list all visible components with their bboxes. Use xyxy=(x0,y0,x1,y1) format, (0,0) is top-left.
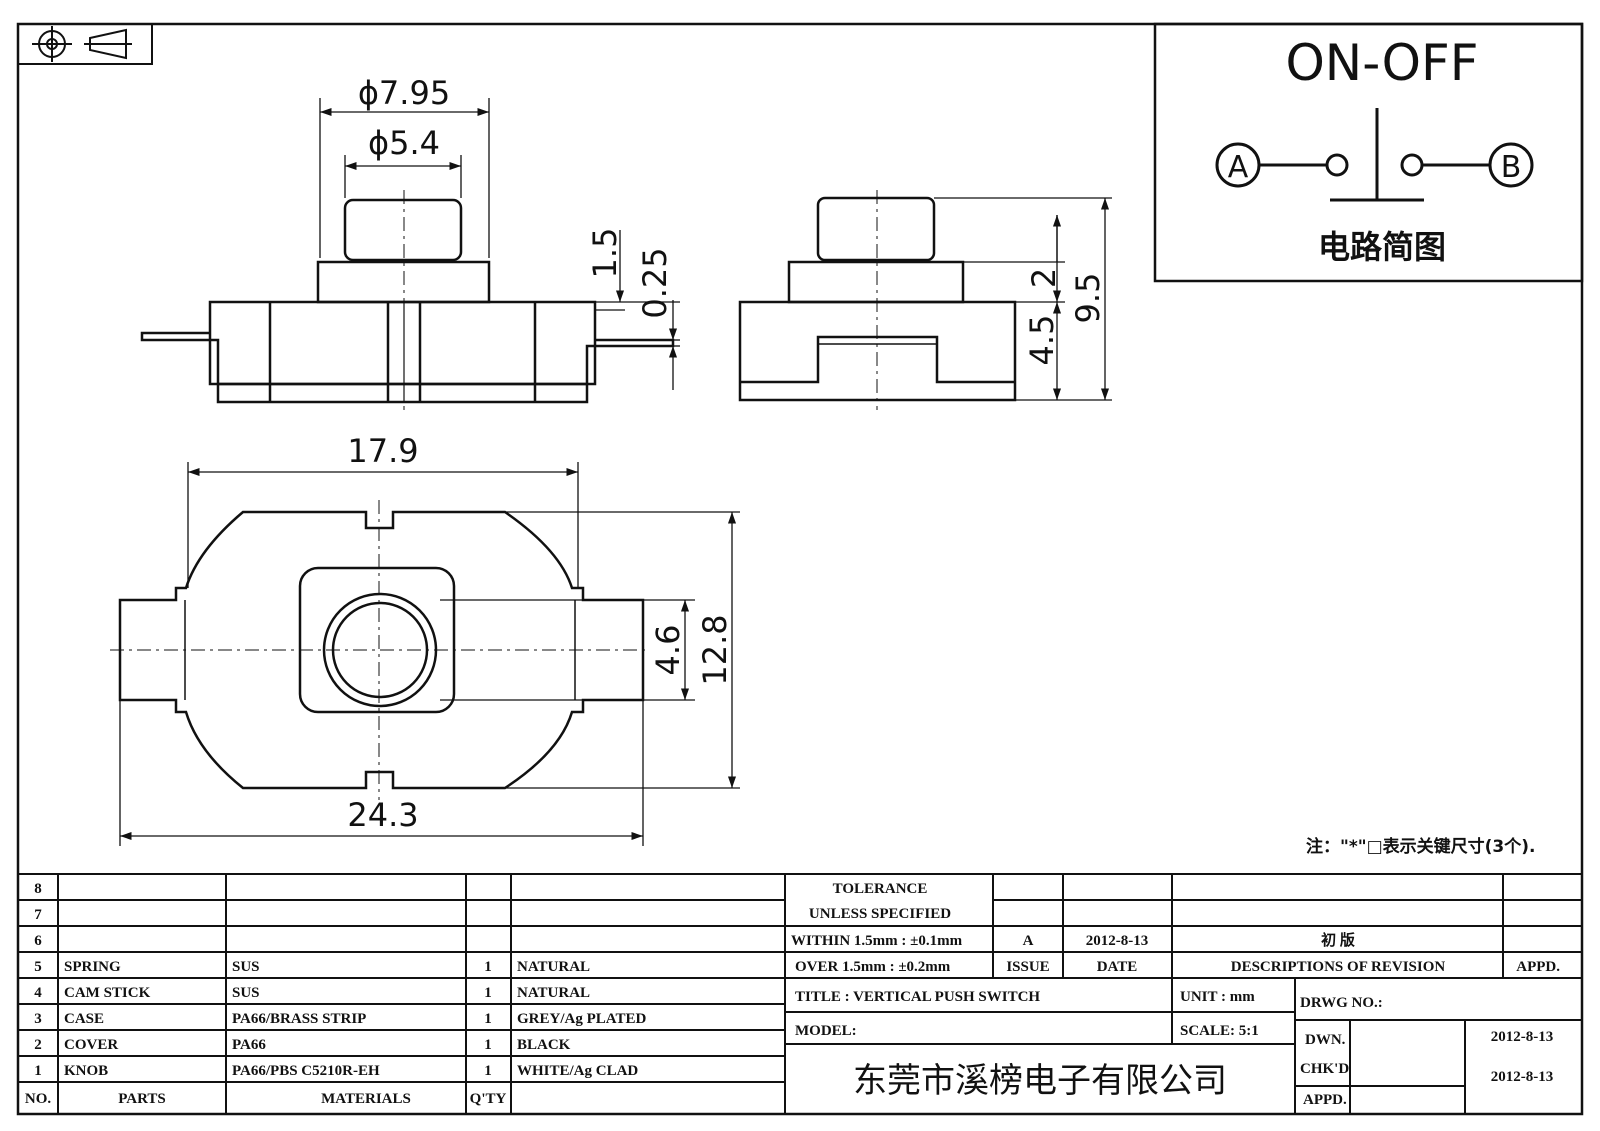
circuit-caption: 电路简图 xyxy=(1318,228,1446,266)
bom-no: 3 xyxy=(34,1011,42,1027)
bom-qty: 1 xyxy=(484,1037,492,1053)
bom-qty: 1 xyxy=(484,1063,492,1079)
appd-label: APPD. xyxy=(1303,1092,1347,1108)
bom-finish: NATURAL xyxy=(517,985,590,1001)
dim-4-6: 4.6 xyxy=(649,625,687,676)
chkd-label: CHK'D xyxy=(1300,1061,1349,1077)
bom-part: KNOB xyxy=(64,1063,108,1079)
bom-part: CAM STICK xyxy=(64,985,151,1001)
title-block: TOLERANCE UNLESS SPECIFIED WITHIN 1.5mm … xyxy=(791,881,1560,1108)
bom-part: SPRING xyxy=(64,959,121,975)
date-header: DATE xyxy=(1097,959,1138,975)
dim-4-5: 4.5 xyxy=(1023,315,1061,366)
circuit-diagram: ON-OFF A B 电路简图 xyxy=(1153,22,1584,283)
bom-material: SUS xyxy=(232,959,260,975)
key-dimension-note: 注："*"□表示关键尺寸(3个). xyxy=(1306,836,1536,857)
bom-header-parts: PARTS xyxy=(118,1091,166,1107)
bom-finish: GREY/Ag PLATED xyxy=(517,1011,646,1027)
bom-part: CASE xyxy=(64,1011,104,1027)
company-name: 东莞市溪榜电子有限公司 xyxy=(853,1061,1227,1101)
tolerance-line-2: UNLESS SPECIFIED xyxy=(809,906,951,922)
dim-2: 2 xyxy=(1025,268,1063,288)
projection-symbol xyxy=(17,23,153,65)
bom-qty: 1 xyxy=(484,959,492,975)
top-view-dims xyxy=(119,462,740,846)
front-view-dims xyxy=(319,98,680,390)
bom-material: SUS xyxy=(232,985,260,1001)
date-value: 2012-8-13 xyxy=(1086,933,1149,949)
dim-17-9: 17.9 xyxy=(347,432,418,470)
bom-part: COVER xyxy=(64,1037,118,1053)
bom-no: 4 xyxy=(34,985,42,1001)
descriptions-header: DESCRIPTIONS OF REVISION xyxy=(1231,959,1446,975)
tolerance-line-1: TOLERANCE xyxy=(833,881,928,897)
dim-12-8: 12.8 xyxy=(696,614,734,685)
tolerance-line-4: OVER 1.5mm : ±0.2mm xyxy=(795,959,951,975)
title-block-grid xyxy=(18,873,1582,1114)
side-view xyxy=(738,190,1017,410)
dim-24-3: 24.3 xyxy=(347,796,418,834)
front-view xyxy=(140,190,675,410)
bom-material: PA66/BRASS STRIP xyxy=(232,1011,366,1027)
bom-no: 6 xyxy=(34,933,42,949)
dim-1-5: 1.5 xyxy=(586,228,624,279)
bom-header-no: NO. xyxy=(25,1091,52,1107)
bom-qty: 1 xyxy=(484,985,492,1001)
revision-value: 初 版 xyxy=(1321,931,1355,949)
dim-0-25: 0.25 xyxy=(636,247,674,318)
bom-material: PA66 xyxy=(232,1037,266,1053)
bom-header-materials: MATERIALS xyxy=(321,1091,411,1107)
bom-rows: 8 7 6 5 SPRING SUS 1 NATURAL 4 CAM STICK… xyxy=(25,881,647,1107)
issue-header: ISSUE xyxy=(1006,959,1049,975)
dim-diameter-54: ϕ5.4 xyxy=(368,124,440,162)
chkd-date: 2012-8-13 xyxy=(1491,1069,1554,1085)
issue-value: A xyxy=(1023,933,1034,949)
dim-9-5: 9.5 xyxy=(1069,273,1107,324)
bom-no: 7 xyxy=(34,907,42,923)
bom-no: 2 xyxy=(34,1037,42,1053)
dwn-date: 2012-8-13 xyxy=(1491,1029,1554,1045)
terminal-b-label: B xyxy=(1501,150,1522,185)
bom-finish: WHITE/Ag CLAD xyxy=(517,1063,638,1079)
tolerance-line-3: WITHIN 1.5mm : ±0.1mm xyxy=(791,933,963,949)
top-view xyxy=(110,500,650,800)
sheet-border xyxy=(16,22,1584,1116)
bom-material: PA66/PBS C5210R-EH xyxy=(232,1063,380,1079)
bom-finish: BLACK xyxy=(517,1037,571,1053)
dim-diameter-795: ϕ7.95 xyxy=(358,74,450,112)
bom-no: 5 xyxy=(34,959,42,975)
bom-qty: 1 xyxy=(484,1011,492,1027)
bom-finish: NATURAL xyxy=(517,959,590,975)
dwn-label: DWN. xyxy=(1305,1032,1346,1048)
unit-label: UNIT : mm xyxy=(1180,989,1255,1005)
bom-no: 8 xyxy=(34,881,42,897)
circuit-title: ON-OFF xyxy=(1285,34,1478,92)
bom-no: 1 xyxy=(34,1063,42,1079)
drawing-number-label: DRWG NO.: xyxy=(1300,995,1383,1011)
scale-label: SCALE: 5:1 xyxy=(1180,1023,1259,1039)
side-view-dims xyxy=(934,197,1112,401)
drawing-title: TITLE : VERTICAL PUSH SWITCH xyxy=(795,989,1040,1005)
bom-header-qty: Q'TY xyxy=(470,1091,507,1107)
appd-header: APPD. xyxy=(1516,959,1560,975)
terminal-a-label: A xyxy=(1228,150,1249,185)
model-label: MODEL: xyxy=(795,1023,857,1039)
